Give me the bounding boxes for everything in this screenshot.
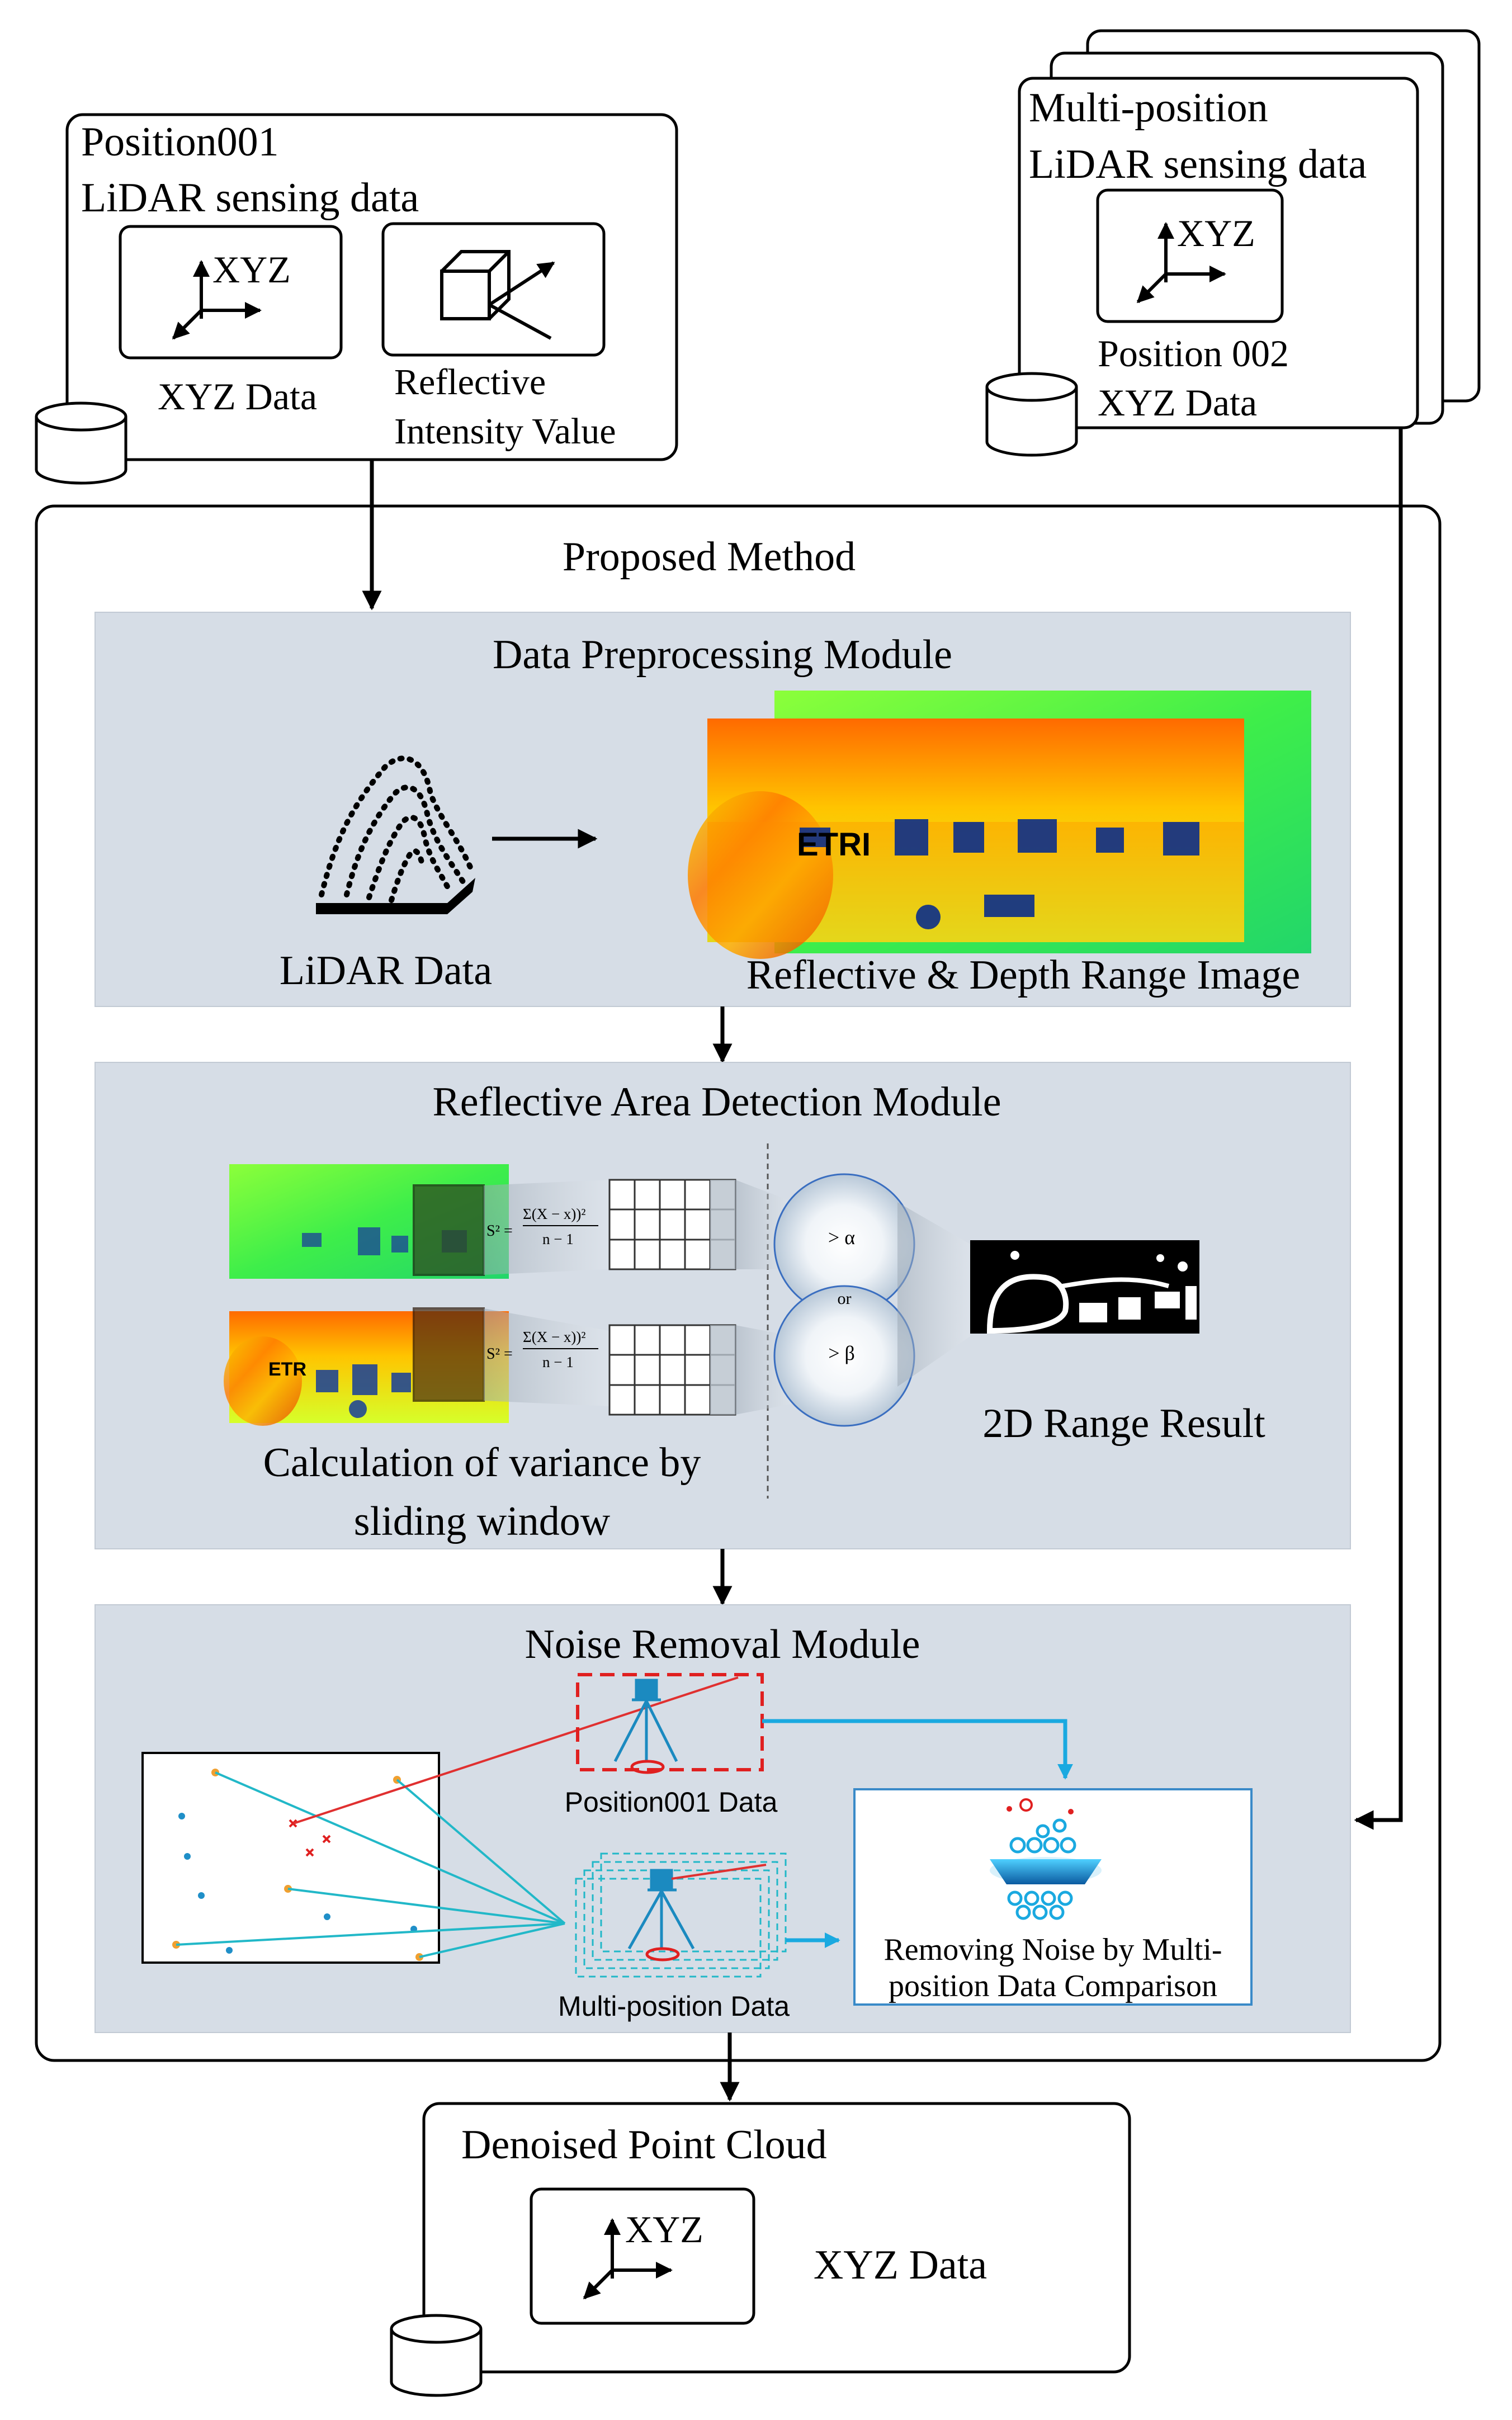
position001-box: Position001 LiDAR sensing data XYZ XYZ D… — [35, 113, 678, 485]
range-image-caption: Reflective & Depth Range Image — [746, 952, 1300, 998]
threshold-or: or — [838, 1289, 852, 1308]
multi-position-title: Multi-position — [1029, 85, 1268, 131]
xyz-data-caption: XYZ Data — [158, 375, 317, 418]
database-icon — [390, 2314, 483, 2397]
svg-text:S² =: S² = — [486, 1222, 513, 1240]
lidar-data-caption: LiDAR Data — [280, 948, 492, 994]
preprocessing-title: Data Preprocessing Module — [493, 632, 952, 678]
lidar-point-cloud-icon — [319, 755, 475, 903]
denoised-point-cloud-box: Denoised Point Cloud XYZ XYZ Data — [390, 2102, 1131, 2397]
lidar-base — [316, 878, 475, 914]
result-cone — [897, 1202, 970, 1387]
proposed-method-title: Proposed Method — [563, 534, 856, 580]
variance-caption-2: sliding window — [354, 1499, 611, 1544]
preprocessing-module: Data Preprocessing Module — [94, 612, 1351, 1007]
sliding-window — [413, 1184, 485, 1276]
svg-text:Σ(X − x))²: Σ(X − x))² — [523, 1329, 586, 1345]
range-image-stack: ETRI — [688, 691, 1311, 959]
range-result-image — [970, 1240, 1199, 1334]
multi-position-box: Multi-position LiDAR sensing data XYZ Po… — [985, 29, 1481, 457]
position001-title: Position001 — [81, 119, 279, 165]
range-result-caption: 2D Range Result — [982, 1401, 1265, 1447]
multi-caption-2: XYZ Data — [1098, 381, 1257, 424]
threshold-beta: > β — [828, 1342, 855, 1364]
svg-text:n − 1: n − 1 — [542, 1354, 574, 1370]
reflective-thumbnail — [229, 1164, 509, 1279]
variance-formula: S² = Σ(X − x))² n − 1 S² = Σ(X − x))² n … — [486, 1206, 598, 1370]
output-xyz-axis-label: XYZ — [625, 2208, 703, 2251]
database-icon — [985, 372, 1078, 457]
tripod-scanner-icon — [613, 1679, 678, 1774]
depth-thumbnail: ETR — [224, 1307, 509, 1426]
arrow-position001-to-removal — [762, 1719, 1073, 1780]
svg-text:S² =: S² = — [486, 1345, 513, 1363]
reflective-label-1: Reflective — [394, 362, 546, 403]
denoised-title: Denoised Point Cloud — [461, 2122, 827, 2168]
variance-matrix-bottom — [608, 1324, 736, 1416]
noise-filter-icon — [990, 1798, 1102, 1920]
svg-text:ETR: ETR — [268, 1359, 306, 1380]
multi-caption-1: Position 002 — [1098, 332, 1289, 375]
multi-xyz-frame — [1096, 188, 1284, 323]
multi-xyz-axis-label: XYZ — [1177, 212, 1255, 254]
position001-data-caption: Position001 Data — [565, 1786, 778, 1818]
xyz-data-frame — [119, 225, 343, 360]
xyz-axes-icon — [1136, 222, 1226, 304]
window-cone-top — [484, 1180, 609, 1275]
detection-title: Reflective Area Detection Module — [432, 1079, 1001, 1125]
database-icon — [35, 401, 127, 485]
variance-matrix-top — [608, 1179, 736, 1270]
threshold-alpha: > α — [828, 1226, 855, 1249]
svg-text:n − 1: n − 1 — [542, 1231, 574, 1247]
multi-position-subtitle: LiDAR sensing data — [1029, 141, 1367, 187]
proposed-method-box — [35, 504, 1442, 2062]
svg-text:Σ(X − x))²: Σ(X − x))² — [523, 1206, 586, 1222]
sliding-window — [413, 1307, 485, 1402]
window-cone-bottom — [484, 1308, 609, 1406]
removing-noise-caption-1: Removing Noise by Multi- — [883, 1932, 1222, 1967]
cube-ray-icon — [440, 250, 555, 340]
reflective-frame — [381, 222, 606, 357]
arrow-multi-position-in — [1354, 428, 1403, 1830]
xyz-axis-label: XYZ — [212, 248, 291, 291]
output-xyz-caption: XYZ Data — [814, 2242, 987, 2288]
svg-text:ETRI: ETRI — [797, 826, 871, 863]
noise-removal-module: Noise Removal Module — [94, 1604, 1351, 2033]
xyz-axes-icon — [172, 260, 262, 340]
position001-subtitle: LiDAR sensing data — [81, 175, 419, 221]
variance-caption-1: Calculation of variance by — [263, 1440, 701, 1486]
noise-removal-title: Noise Removal Module — [525, 1622, 920, 1667]
reflective-label-2: Intensity Value — [394, 411, 616, 452]
scatter-plot — [141, 1676, 739, 1964]
removing-noise-caption-2: position Data Comparison — [889, 1969, 1217, 2003]
xyz-axes-icon — [583, 2218, 673, 2300]
multi-position-data-caption: Multi-position Data — [558, 1991, 790, 2022]
tripod-scanner-icon — [627, 1869, 695, 1961]
detection-module: Reflective Area Detection Module ETR — [94, 1062, 1351, 1549]
